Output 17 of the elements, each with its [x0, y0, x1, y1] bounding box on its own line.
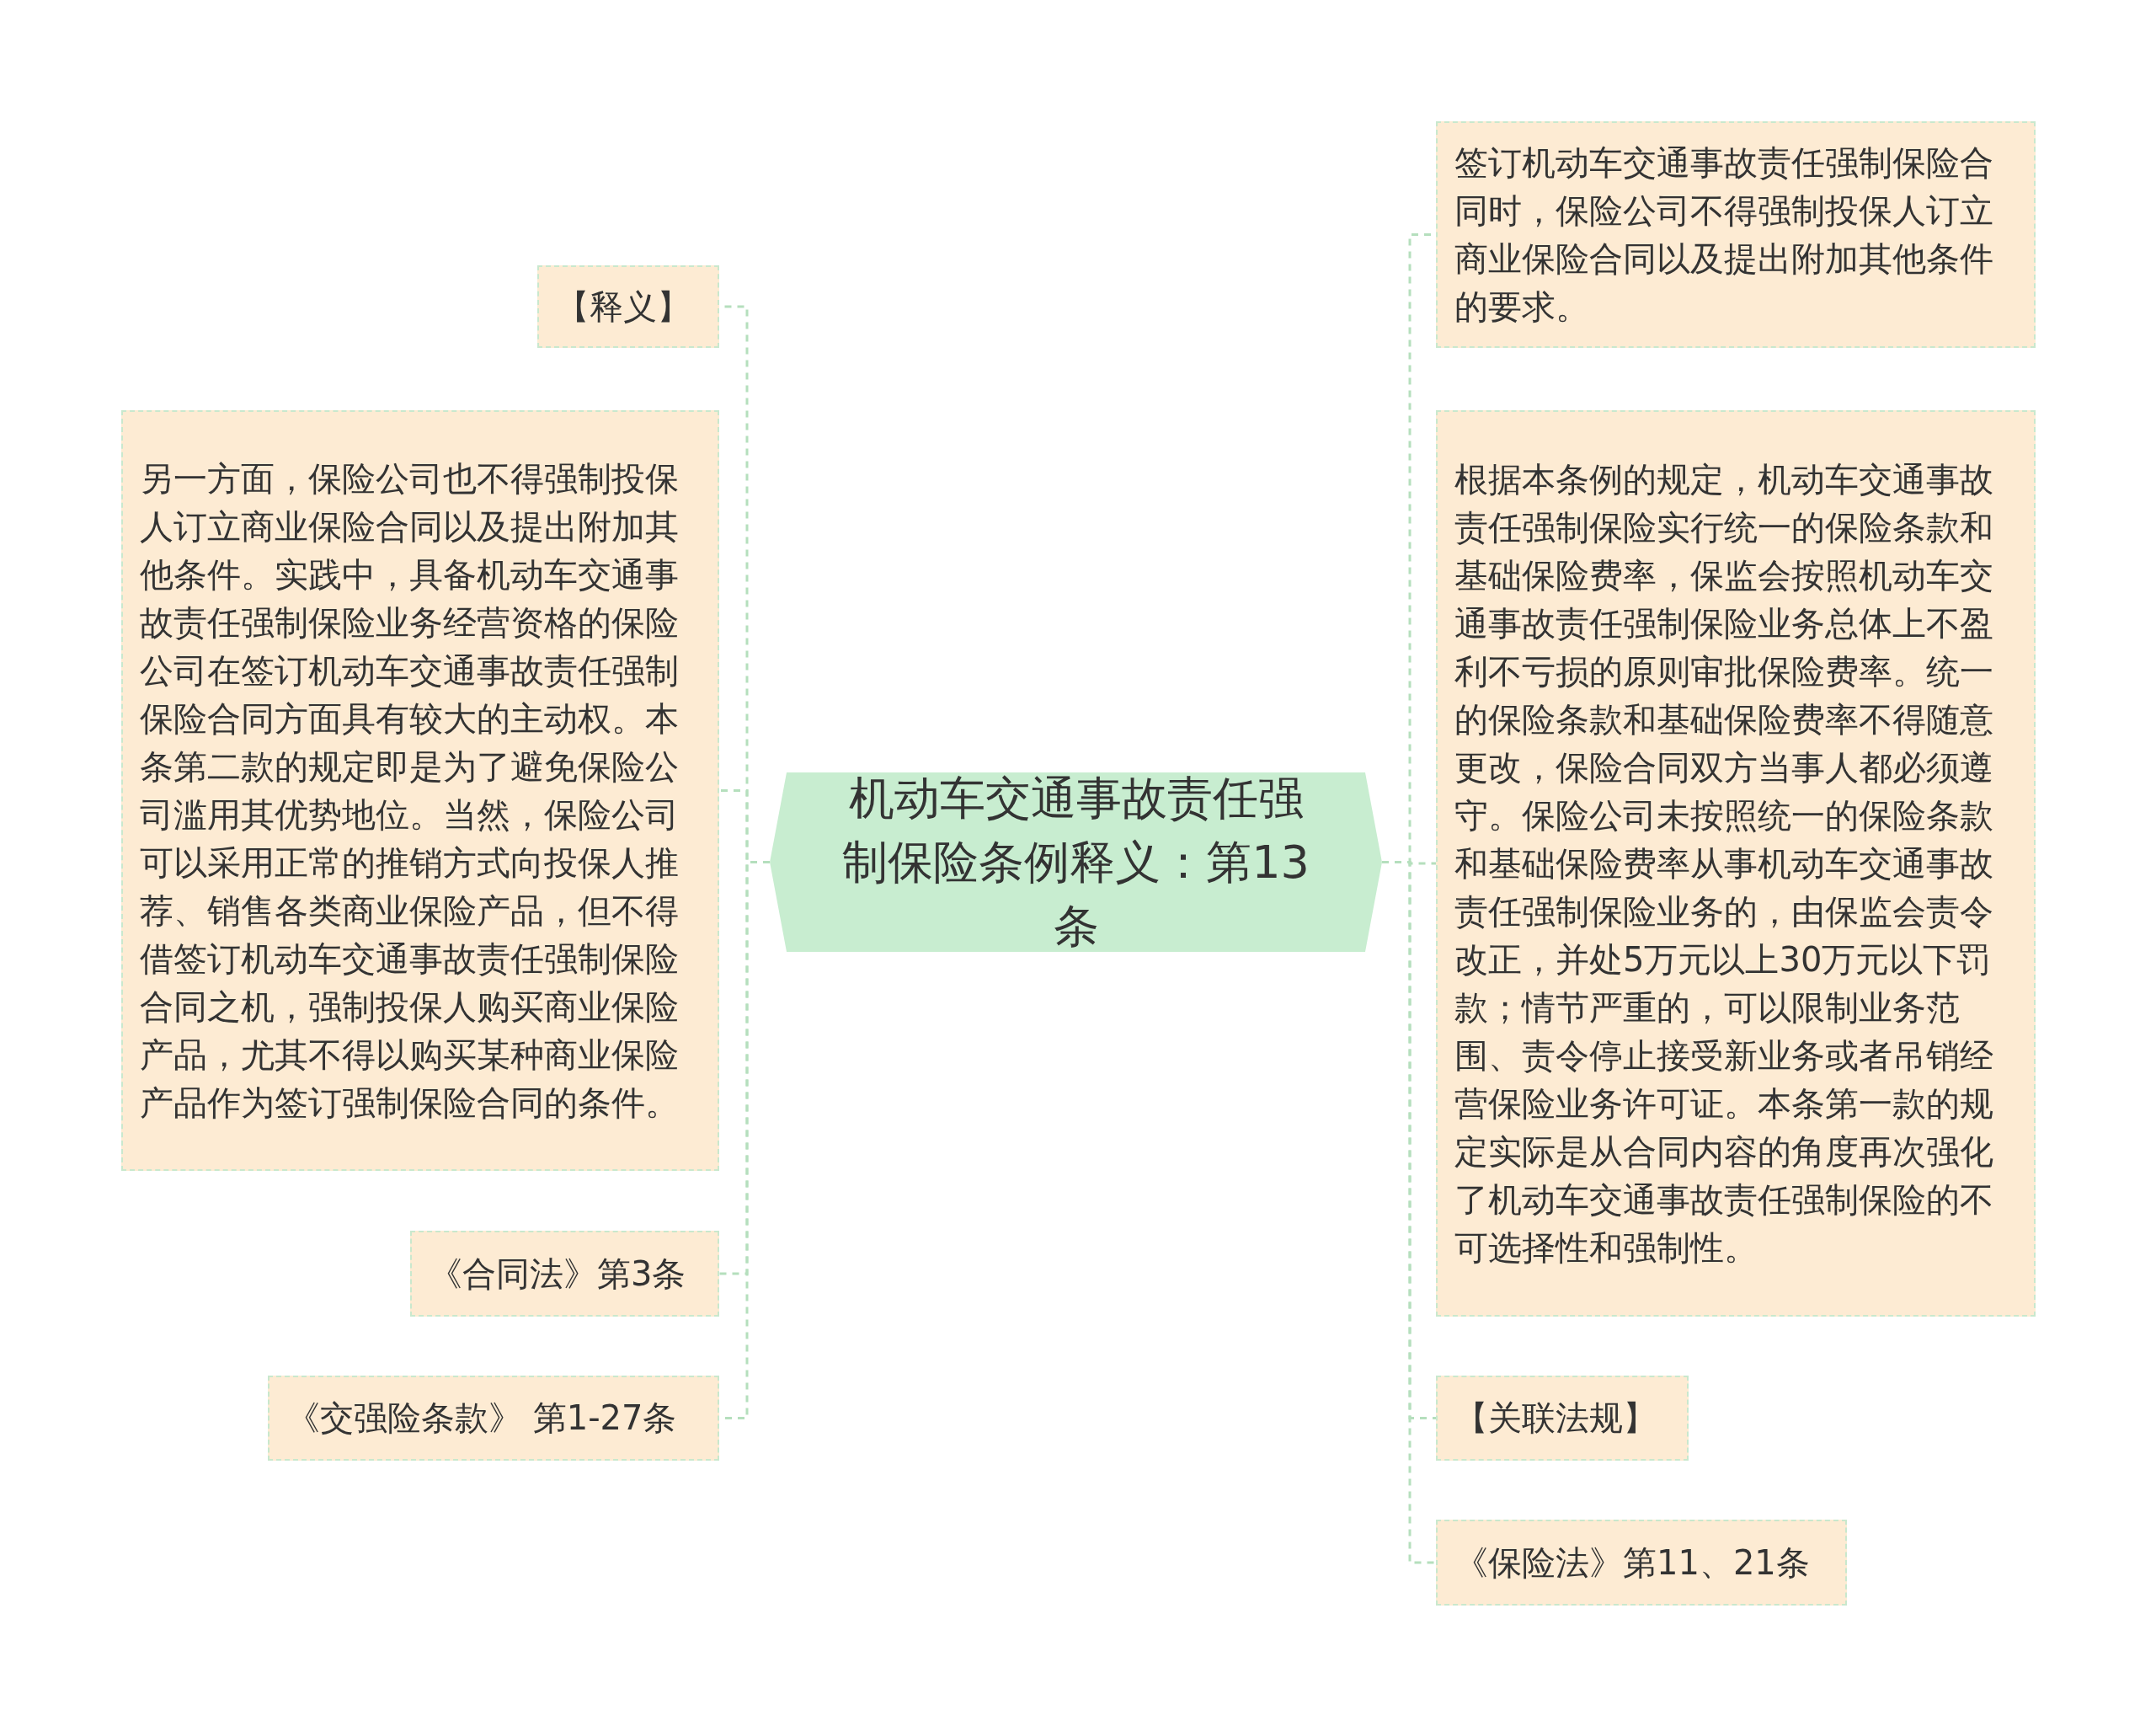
note-text: 根据本条例的规定，机动车交通事故责任强制保险实行统一的保险条款和基础保险费率，保监会按照机动车交通事故责任强制保险业务总体上不盈利不亏损的原则审批保险费率。统一的保险条款和基础保险费率不得随意更改，保险合同双方当事人都必须遵守。保险公司未按照统一的保险条款和基础保险费率从事机动车交通事故责任强制保险业务的，由保监会责令改正，并处5万元以上30万元以下罚款；情节严重的，可以限制业务范围、责令停止接受新业务或者吊销经营保险业务许可证。本条第一款的规定实际是从合同内容的角度再次强化了机动车交通事故责任强制保险的不可选择性和强制性。	[1454, 458, 1994, 1269]
note-box	[1436, 410, 2036, 1317]
note-box	[1436, 1376, 1689, 1461]
note-text: 《合同法》第3条	[429, 1253, 687, 1295]
note-box	[1436, 121, 2036, 348]
note-box	[1436, 1520, 1847, 1606]
note-box	[537, 265, 719, 348]
note-text: 【释义】	[556, 286, 691, 328]
note-text: 《保险法》第11、21条	[1454, 1542, 1811, 1584]
note-box	[410, 1231, 719, 1317]
note-text: 签订机动车交通事故责任强制保险合同时，保险公司不得强制投保人订立商业保险合同以及提出附加其他条件的要求。	[1454, 142, 1994, 328]
note-text: 《交强险条款》 第1-27条	[286, 1397, 678, 1439]
note-text: 【关联法规】	[1454, 1397, 1657, 1439]
topic-title: 机动车交通事故责任强制保险条例释义：第13条	[841, 770, 1310, 954]
note-box	[121, 410, 719, 1171]
note-text: 另一方面，保险公司也不得强制投保人订立商业保险合同以及提出附加其他条件。实践中，具备机动车交通事故责任强制保险业务经营资格的保险公司在签订机动车交通事故责任强制保险合同方面具有较大的主动权。本条第二款的规定即是为了避免保险公司滥用其优势地位。当然，保险公司可以采用正常的推销方式向投保人推荐、销售各类商业保险产品，但不得借签订机动车交通事故责任强制保险合同之机，强制投保人购买商业保险产品，尤其不得以购买某种商业保险产品作为签订强制保险合同的条件。	[140, 457, 680, 1124]
note-box	[268, 1376, 719, 1461]
